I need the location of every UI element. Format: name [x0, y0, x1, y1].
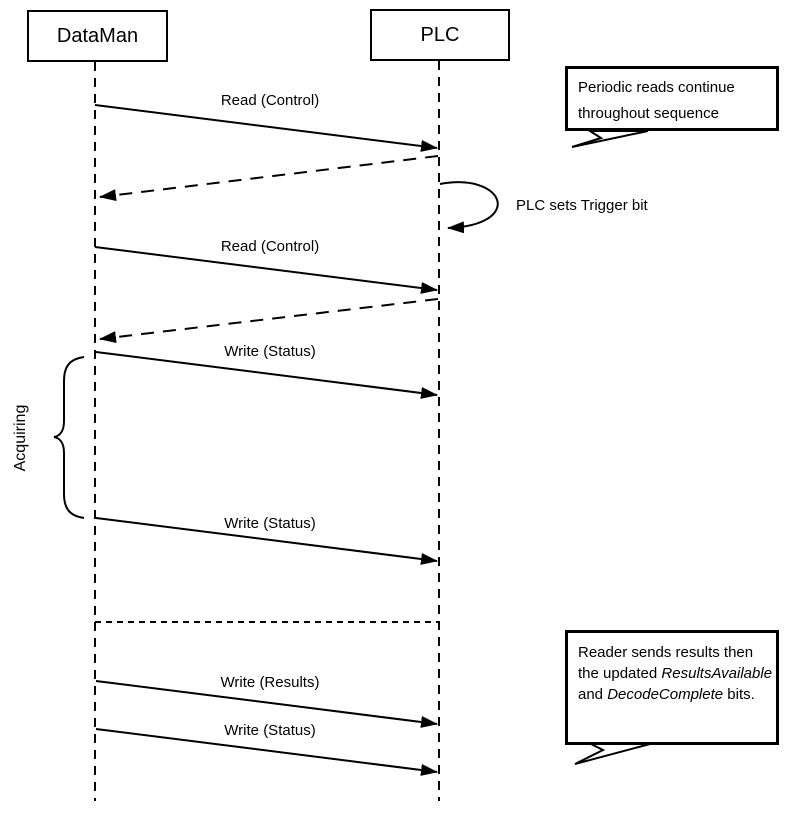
self-message-label: PLC sets Trigger bit — [516, 197, 648, 214]
message-label-read-control-2: Read (Control) — [220, 238, 320, 255]
callout-bottom-line3-suffix: bits. — [723, 686, 755, 703]
arrow-write-status-1 — [95, 351, 438, 399]
actor-plc-label: PLC — [420, 23, 460, 46]
callout-top-line2: throughout sequence — [578, 105, 719, 122]
message-label-write-status-1: Write (Status) — [224, 343, 316, 360]
callout-bottom-line3: and DecodeComplete bits. — [578, 684, 772, 705]
actor-plc: PLC — [370, 9, 510, 61]
arrow-read-response-2 — [99, 298, 439, 344]
arrow-write-results — [95, 680, 438, 728]
callout-bottom-decode-complete-italic: DecodeComplete — [607, 686, 724, 703]
callout-bottom-line2: the updated ResultsAvailable — [578, 663, 772, 684]
arrow-read-control-1 — [94, 104, 438, 152]
callout-bottom-line3-text: and — [578, 686, 608, 703]
acquiring-brace-icon — [53, 356, 85, 519]
actor-dataman: DataMan — [27, 10, 168, 62]
callout-periodic-reads: Periodic reads continue throughout seque… — [565, 66, 779, 131]
message-label-write-results: Write (Results) — [220, 674, 320, 691]
callout-reader-results: Reader sends results then the updated Re… — [565, 630, 779, 745]
message-label-write-status-3: Write (Status) — [224, 722, 316, 739]
callout-bottom-line1: Reader sends results then — [578, 644, 754, 661]
callout-bottom-line2-text: the updated — [578, 665, 662, 682]
arrow-plc-self-loop — [439, 181, 499, 234]
callout-bottom-results-available-italic: ResultsAvailable — [661, 665, 773, 682]
callout-top-line1: Periodic reads continue — [578, 79, 735, 96]
actor-dataman-label: DataMan — [56, 24, 139, 47]
callout-bottom-tail-icon — [574, 743, 651, 765]
callout-top-tail-icon — [571, 130, 649, 148]
message-label-write-status-2: Write (Status) — [224, 515, 316, 532]
arrow-write-status-3 — [95, 728, 438, 776]
arrow-write-status-2 — [95, 517, 438, 565]
arrow-read-control-2 — [94, 246, 438, 294]
acquiring-label: Acquiring — [12, 404, 29, 472]
arrow-read-response-1 — [99, 155, 439, 202]
message-label-read-control-1: Read (Control) — [220, 92, 320, 109]
